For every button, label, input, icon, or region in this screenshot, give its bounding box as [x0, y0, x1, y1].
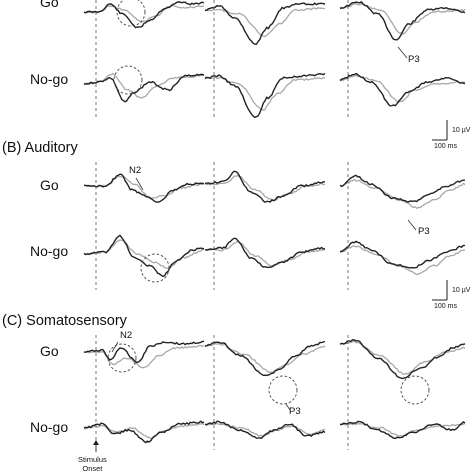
n2-highlight-visual-nogo: [113, 65, 143, 95]
row-label-somatosensory-nogo: No-go: [30, 419, 69, 435]
auditory-go-c2-go-trace: [204, 170, 326, 204]
row-label-auditory-go: Go: [40, 177, 59, 193]
visual-go-c1-go-trace: [83, 1, 205, 29]
n2-highlight-somato-go: [107, 343, 137, 373]
section-title-auditory: (B) Auditory: [2, 140, 78, 156]
scale-amplitude-label-a: 10 µV: [452, 127, 471, 134]
auditory-go-c3-go-trace: [339, 174, 465, 204]
somato-go-c3-go-trace: [339, 339, 466, 380]
visual-nogo-c2-go-trace: [204, 72, 326, 119]
auditory-nogo-c3-nogo-trace: [339, 245, 466, 276]
visual-nogo-c1-go-trace: [83, 73, 205, 103]
scale-time-label-b: 100 ms: [434, 303, 457, 310]
p3-highlight-somato-c2: [268, 375, 298, 405]
visual-nogo-c2-nogo-trace: [204, 76, 326, 112]
n2-highlight-visual-go: [116, 0, 146, 27]
somato-go-c3-nogo-trace: [339, 340, 466, 375]
p3-label-somatosensory: P3: [289, 406, 301, 417]
row-label-visual-nogo: No-go: [30, 71, 69, 87]
visual-nogo-c3-go-trace: [339, 72, 466, 107]
p3-highlight-somato-c3: [400, 375, 430, 405]
somato-nogo-c3-go-trace: [339, 420, 466, 440]
n2-highlight-auditory-nogo: [140, 253, 170, 283]
stimulus-onset-arrow-head: [93, 440, 99, 445]
stimulus-onset-line1: Stimulus: [78, 455, 107, 464]
somato-go-c1-nogo-trace: [83, 344, 205, 369]
auditory-go-c1-go-trace: [83, 173, 205, 203]
p3-pointer-auditory: [407, 219, 417, 231]
auditory-go-c2-nogo-trace: [204, 174, 326, 201]
section-title-somatosensory: (C) Somatosensory: [2, 313, 127, 329]
p3-label-auditory: P3: [418, 226, 430, 237]
somato-nogo-c1-go-trace: [83, 420, 205, 444]
row-label-somatosensory-go: Go: [40, 343, 59, 359]
visual-nogo-c3-nogo-trace: [339, 74, 466, 103]
stimulus-onset-line2: Onset: [82, 463, 103, 473]
scale-time-label-a: 100 ms: [434, 143, 457, 150]
visual-go-c3-go-trace: [339, 1, 466, 41]
n2-label-somatosensory: N2: [120, 330, 133, 341]
auditory-nogo-c2-go-trace: [204, 237, 326, 269]
n2-pointer-somato: [111, 341, 119, 353]
somato-go-c1-go-trace: [83, 340, 205, 364]
row-label-visual-go: Go: [40, 0, 59, 10]
somato-go-c2-go-trace: [204, 340, 326, 377]
somato-nogo-c1-nogo-trace: [83, 423, 205, 440]
scale-amplitude-label-b: 10 µV: [452, 287, 471, 294]
auditory-nogo-c1-go-trace: [83, 234, 205, 278]
stimulus-onset-label: Stimulus Onset: [78, 455, 107, 473]
row-label-auditory-nogo: No-go: [30, 243, 69, 259]
visual-go-c3-nogo-trace: [339, 2, 466, 35]
n2-pointer-auditory: [135, 177, 144, 191]
n2-label-auditory: N2: [129, 165, 142, 176]
visual-go-c2-nogo-trace: [204, 6, 326, 38]
p3-pointer-somato: [285, 403, 291, 411]
auditory-go-c3-nogo-trace: [339, 178, 466, 210]
somato-go-c2-nogo-trace: [204, 342, 326, 374]
somato-nogo-c2-go-trace: [204, 420, 326, 439]
p3-label-visual: P3: [408, 54, 420, 65]
p3-pointer-visual: [397, 46, 408, 59]
auditory-nogo-c3-go-trace: [340, 240, 466, 269]
visual-go-c2-go-trace: [205, 2, 326, 46]
auditory-nogo-c2-nogo-trace: [204, 240, 326, 268]
